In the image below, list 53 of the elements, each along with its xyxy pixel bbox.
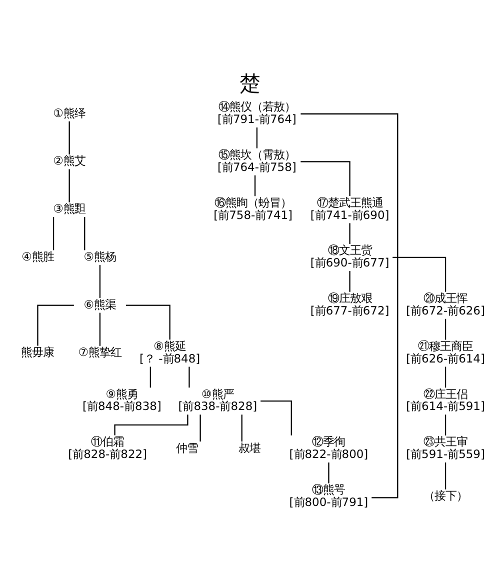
node-text: ⑬熊咢 [前800-前791] bbox=[289, 482, 368, 509]
node-text: ⑨熊勇 [前848-前838] bbox=[82, 386, 162, 414]
connector bbox=[392, 256, 446, 292]
node-text: ㉒庄王侣 [前614-前591] bbox=[406, 386, 485, 414]
node-text: ⑤熊杨 bbox=[84, 249, 116, 264]
node-text: ⑩熊严 [前838-前828] bbox=[178, 386, 258, 414]
connector bbox=[444, 318, 446, 340]
connector bbox=[126, 304, 170, 340]
connector bbox=[349, 271, 350, 292]
connector bbox=[37, 304, 74, 346]
node-text: ②熊艾 bbox=[53, 154, 86, 168]
connector bbox=[444, 366, 446, 388]
connector bbox=[68, 169, 70, 202]
node-text: 仲雪 bbox=[176, 440, 198, 455]
node-text: （接下） bbox=[424, 488, 468, 503]
node-text: 熊毋康 bbox=[21, 345, 54, 360]
connector bbox=[256, 127, 258, 148]
node-text: ⑳成王恽 [前672-前626] bbox=[406, 291, 485, 318]
node-text: ③熊䵣 bbox=[53, 202, 86, 216]
node-text: ⑦熊挚红 bbox=[78, 345, 122, 360]
node-text: ⑪伯霜 [前828-前822] bbox=[68, 434, 148, 462]
node-text: ⑰楚武王熊通 [前741-前690] bbox=[310, 195, 390, 222]
connector bbox=[349, 223, 350, 244]
node-text: ⑭熊仪（若敖） [前791-前764] bbox=[218, 100, 296, 126]
node-text: ⑧熊延 [？ -前848] bbox=[140, 338, 200, 366]
connector bbox=[68, 121, 70, 154]
connector bbox=[241, 414, 242, 442]
diagram-title: 楚 bbox=[240, 70, 260, 96]
connector bbox=[444, 414, 446, 436]
connector bbox=[328, 462, 330, 484]
connector bbox=[254, 175, 256, 196]
node-text: ㉑穆王商臣 [前626-前614] bbox=[406, 338, 485, 366]
connector bbox=[188, 366, 190, 388]
node-text: ⑯熊眴（蚡冒） [前758-前741] bbox=[214, 195, 293, 222]
connector bbox=[99, 312, 101, 346]
node-text: ⑲庄敖艰 [前677-前672] bbox=[310, 291, 390, 318]
connector bbox=[52, 217, 54, 250]
node-text: 叔堪 bbox=[238, 440, 260, 455]
connector bbox=[200, 414, 201, 442]
node-text: ④熊胜 bbox=[22, 249, 54, 264]
node-text: ㉓共王审 [前591-前559] bbox=[406, 434, 485, 462]
node-text: ①熊绎 bbox=[53, 106, 86, 120]
connector bbox=[99, 264, 101, 298]
node-text: ⑥熊渠 bbox=[84, 297, 116, 312]
node-text: ⑫季徇 [前822-前800] bbox=[289, 434, 368, 462]
connector bbox=[84, 217, 86, 250]
connector bbox=[260, 400, 292, 436]
connector bbox=[444, 462, 446, 490]
node-text: ⑱文王赀 [前690-前677] bbox=[310, 243, 390, 270]
node-text: ⑮熊坎（霄敖） [前764-前758] bbox=[218, 147, 296, 174]
connector bbox=[150, 366, 152, 388]
connector bbox=[300, 113, 398, 498]
connector bbox=[300, 161, 350, 196]
